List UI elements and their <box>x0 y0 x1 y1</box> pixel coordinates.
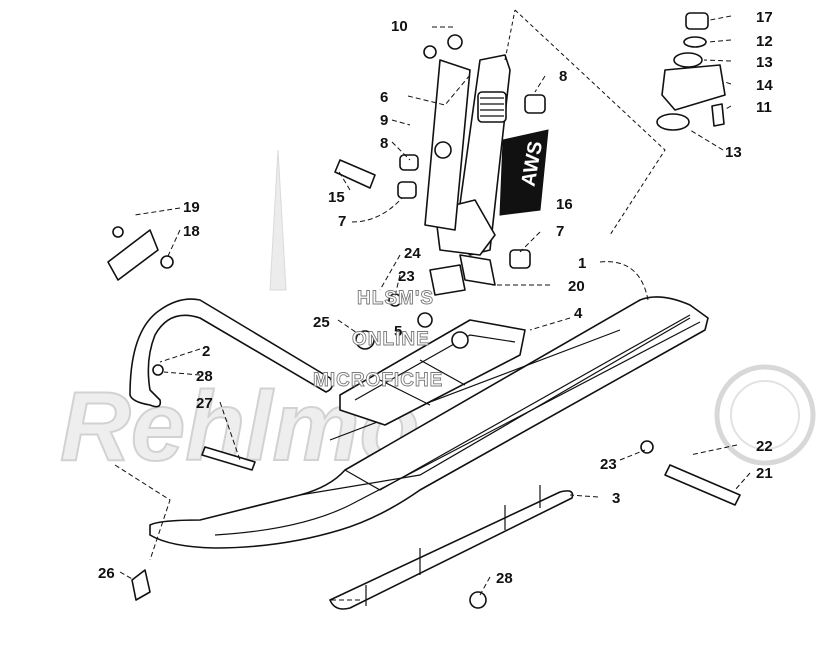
callout-7-left: 7 <box>338 213 346 230</box>
callout-23-lower: 23 <box>600 456 617 473</box>
bolt-27-part <box>201 446 256 471</box>
callout-20: 20 <box>568 278 585 295</box>
callout-5: 5 <box>394 323 402 340</box>
callout-15: 15 <box>328 189 345 206</box>
bushing-7-part <box>397 181 417 199</box>
washer-12-part <box>683 36 707 48</box>
callout-23-upper: 23 <box>398 268 415 285</box>
clamp-14-part <box>661 64 726 111</box>
callout-25: 25 <box>313 314 330 331</box>
callout-4: 4 <box>574 305 583 322</box>
bolt-25-part <box>355 330 375 350</box>
callout-9: 9 <box>380 112 388 129</box>
callout-3: 3 <box>612 490 620 507</box>
bracket-19-part <box>107 229 159 281</box>
ski-assembly <box>129 296 709 610</box>
callout-21: 21 <box>756 465 773 482</box>
spindle-assembly: AWS <box>334 9 666 350</box>
aws-decal <box>499 129 549 216</box>
callout-7-right: 7 <box>556 223 564 240</box>
bushing-7b-part <box>509 249 531 269</box>
callout-18: 18 <box>183 223 200 240</box>
washer-10-part <box>447 34 463 50</box>
nut-28-part <box>152 364 164 376</box>
callout-24: 24 <box>404 245 421 262</box>
callout-13-top: 13 <box>756 54 773 71</box>
callout-8-left: 8 <box>380 135 388 152</box>
callout-28-left: 28 <box>196 368 213 385</box>
callout-2: 2 <box>202 343 210 360</box>
leader-lines <box>114 15 751 601</box>
callout-1: 1 <box>578 255 586 272</box>
callout-labels: 1 2 3 4 5 6 7 7 8 8 9 10 11 12 13 13 14 … <box>98 9 773 587</box>
callout-26: 26 <box>98 565 115 582</box>
bolt-11-part <box>711 103 725 127</box>
callout-11: 11 <box>756 99 772 116</box>
callout-13-bottom: 13 <box>725 144 742 161</box>
bolt-21-part <box>664 464 741 506</box>
callout-17: 17 <box>756 9 773 26</box>
callout-8-right: 8 <box>559 68 567 85</box>
watermark-line-2: ONLINE <box>352 329 430 350</box>
nut-10-part <box>423 45 437 59</box>
washer-13-part <box>673 52 703 68</box>
wear-bar-part <box>329 490 574 610</box>
watermark-line-3: MICROFICHE <box>313 370 443 391</box>
bracket-20-part <box>459 254 496 286</box>
small-parts-left <box>107 226 741 609</box>
washer-13b-part <box>656 113 690 131</box>
callout-22: 22 <box>756 438 773 455</box>
callout-19: 19 <box>183 199 200 216</box>
callout-12: 12 <box>756 33 773 50</box>
cap-17-part <box>685 12 709 30</box>
bushing-15-part <box>334 159 376 189</box>
ski-handle-part <box>129 298 334 408</box>
ski-mount-part <box>339 319 526 426</box>
watermark-text: HLSM'S ONLINE MICROFICHE <box>313 288 443 392</box>
watermark-line-1: HLSM'S <box>357 288 434 309</box>
nut-28b-part <box>469 591 487 609</box>
spring-part <box>477 91 507 123</box>
bushing-8b-part <box>524 94 546 114</box>
washer-9-part <box>434 141 452 159</box>
bracket-20b-part <box>429 264 466 296</box>
bolt-26-part <box>131 569 151 601</box>
bushing-8-part <box>399 154 419 171</box>
nut-18-part <box>160 255 174 269</box>
top-hardware-assembly <box>656 12 726 131</box>
callout-16: 16 <box>556 196 573 213</box>
callout-6: 6 <box>380 89 388 106</box>
callout-28-bottom: 28 <box>496 570 513 587</box>
callout-14: 14 <box>756 77 773 94</box>
callout-27: 27 <box>196 395 213 412</box>
callout-10: 10 <box>391 18 408 35</box>
